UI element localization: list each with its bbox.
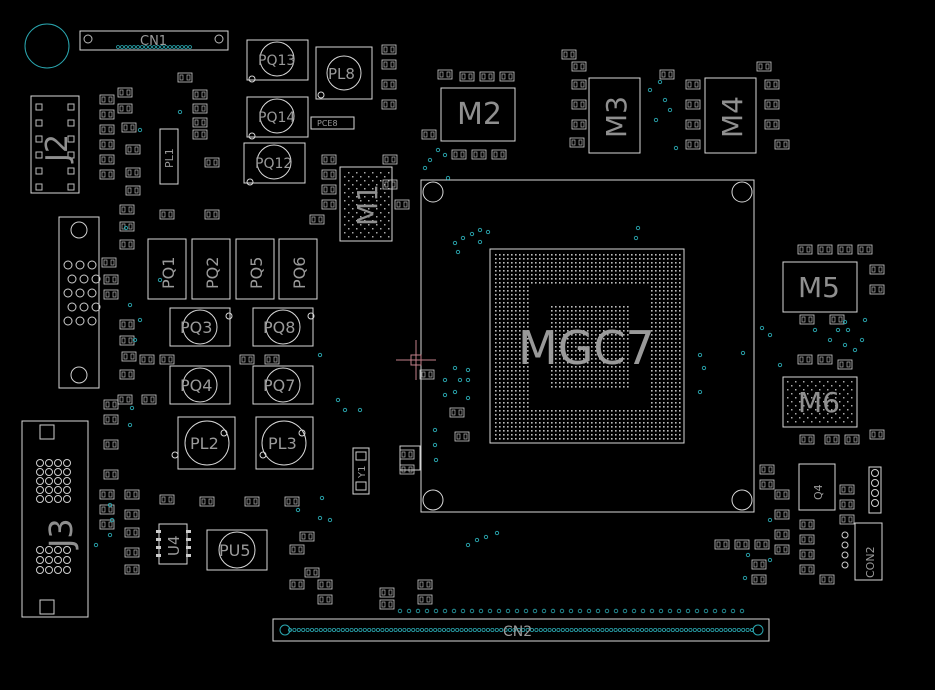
pq12-outline[interactable] bbox=[243, 142, 306, 184]
pq5-label: PQ5 bbox=[247, 257, 266, 289]
u4-label: U4 bbox=[165, 535, 183, 556]
pl8-label: PL8 bbox=[328, 65, 355, 83]
con2-outline[interactable] bbox=[854, 522, 883, 581]
m2-outline[interactable] bbox=[440, 87, 516, 142]
cpu-socket-outline[interactable] bbox=[420, 179, 755, 513]
pce8-outline[interactable] bbox=[310, 116, 355, 130]
j3-label: J3 bbox=[42, 518, 80, 550]
m2-label: M2 bbox=[457, 97, 502, 132]
pq8-outline[interactable] bbox=[252, 307, 314, 347]
y1-outline[interactable] bbox=[352, 447, 370, 495]
pq4-label: PQ4 bbox=[180, 376, 212, 395]
pq13-label: PQ13 bbox=[258, 53, 295, 69]
m1-label: M1 bbox=[351, 184, 384, 226]
cn1-label: CN1 bbox=[140, 34, 167, 49]
m5-label: M5 bbox=[798, 271, 840, 304]
pl3-outline[interactable] bbox=[255, 416, 314, 470]
pq6-label: PQ6 bbox=[290, 257, 309, 289]
cursor-crosshair bbox=[396, 340, 436, 380]
pq6-outline[interactable] bbox=[278, 238, 318, 300]
pq2-outline[interactable] bbox=[191, 238, 231, 300]
con2-label: CON2 bbox=[864, 546, 877, 578]
socket-hole-bl bbox=[422, 489, 444, 511]
pq2-label: PQ2 bbox=[203, 257, 222, 289]
cn2-outline[interactable] bbox=[272, 618, 770, 642]
pq1-label: PQ1 bbox=[159, 257, 178, 289]
pu5-outline[interactable] bbox=[206, 529, 268, 571]
pq13-outline[interactable] bbox=[246, 39, 309, 81]
m5-outline[interactable] bbox=[782, 261, 858, 313]
cn1-outline[interactable] bbox=[79, 30, 229, 51]
m6-label: M6 bbox=[798, 386, 840, 419]
m3-outline[interactable] bbox=[588, 77, 641, 154]
pl3-label: PL3 bbox=[268, 434, 297, 453]
q4-label: Q4 bbox=[812, 484, 825, 500]
header-outline[interactable] bbox=[868, 466, 882, 514]
pq5-outline[interactable] bbox=[235, 238, 275, 300]
cpu-label: MGC7 bbox=[518, 321, 655, 375]
pl1-outline[interactable] bbox=[159, 128, 179, 185]
m1-outline[interactable] bbox=[339, 166, 393, 242]
pu5-label: PU5 bbox=[219, 541, 251, 560]
y1-label: Y1 bbox=[357, 466, 368, 479]
q4-outline[interactable] bbox=[798, 463, 836, 511]
j2-label: J2 bbox=[40, 134, 75, 164]
m6-outline[interactable] bbox=[782, 376, 858, 428]
m4-outline[interactable] bbox=[704, 77, 757, 154]
pl8-outline[interactable] bbox=[315, 46, 373, 100]
pq4-outline[interactable] bbox=[169, 365, 231, 405]
pq14-outline[interactable] bbox=[246, 96, 309, 138]
pl2-label: PL2 bbox=[190, 434, 219, 453]
socket-hole-tr bbox=[731, 181, 753, 203]
u4-outline[interactable] bbox=[158, 523, 188, 565]
m4-label: M4 bbox=[716, 96, 749, 138]
pq3-label: PQ3 bbox=[180, 318, 212, 337]
pq8-label: PQ8 bbox=[263, 318, 295, 337]
j2-outline[interactable] bbox=[30, 95, 80, 194]
socket-hole-tl bbox=[422, 181, 444, 203]
pq7-label: PQ7 bbox=[263, 376, 295, 395]
pq1-outline[interactable] bbox=[147, 238, 187, 300]
pl2-outline[interactable] bbox=[177, 416, 236, 470]
mounting-hole bbox=[24, 23, 70, 69]
j3-outline[interactable] bbox=[21, 420, 89, 618]
vga-connector-outline[interactable] bbox=[58, 216, 100, 389]
cn2-label: CN2 bbox=[503, 624, 532, 640]
pq12-label: PQ12 bbox=[255, 156, 292, 172]
component-outlines bbox=[21, 23, 883, 642]
pq7-outline[interactable] bbox=[252, 365, 314, 405]
pq3-outline[interactable] bbox=[169, 307, 231, 347]
generated-pads bbox=[35, 34, 885, 636]
socket-hole-br bbox=[731, 489, 753, 511]
pce8-label: PCE8 bbox=[317, 119, 338, 128]
pl1-label: PL1 bbox=[163, 148, 176, 168]
cpu-die-outline[interactable] bbox=[489, 248, 685, 444]
m3-label: M3 bbox=[600, 96, 633, 138]
part-circles bbox=[182, 41, 362, 569]
pq14-label: PQ14 bbox=[258, 110, 295, 126]
